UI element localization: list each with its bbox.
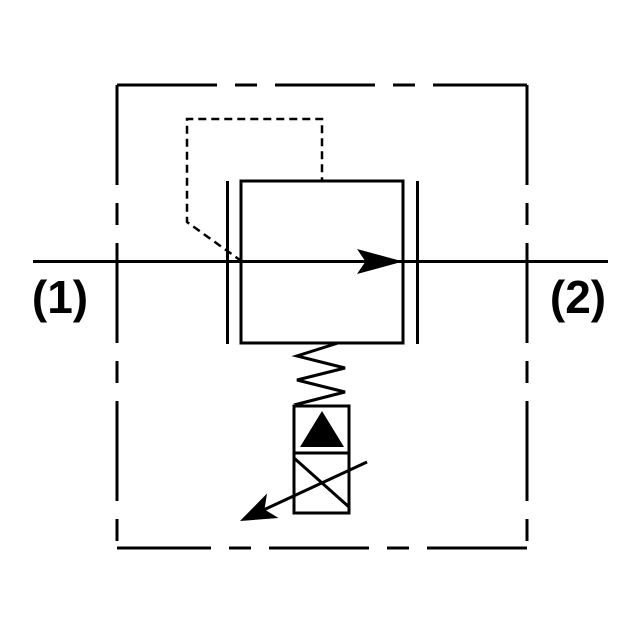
pilot-valve-group xyxy=(292,404,351,515)
flow-arrow-icon xyxy=(357,249,403,274)
spring-icon xyxy=(291,341,346,408)
pilot-line xyxy=(185,117,324,263)
adjustment-arrow-head xyxy=(240,493,279,521)
port-2-label: (2) xyxy=(550,271,606,323)
port-1-label: (1) xyxy=(32,271,88,323)
valve-body-group xyxy=(226,179,419,345)
enclosure-boundary xyxy=(115,83,529,550)
adjustment-arrow-shaft xyxy=(263,460,368,511)
solenoid-triangle-icon xyxy=(300,411,344,447)
adjustment-arrow-icon xyxy=(240,460,368,521)
